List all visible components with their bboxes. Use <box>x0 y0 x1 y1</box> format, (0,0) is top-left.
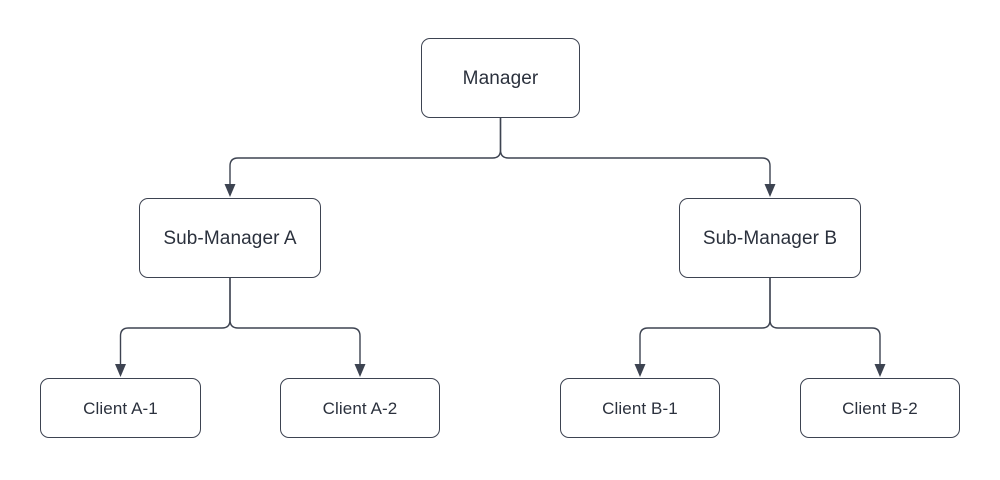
node-client-a-1[interactable]: Client A-1 <box>40 378 201 438</box>
node-client-b-2[interactable]: Client B-2 <box>800 378 960 438</box>
node-sub-manager-a-label: Sub-Manager A <box>163 227 297 249</box>
connector-sub-a-to-client-a1 <box>119 278 231 364</box>
node-manager-label: Manager <box>462 67 539 89</box>
node-sub-manager-b-label: Sub-Manager B <box>702 227 838 249</box>
arrowhead-sub-a-to-client-a2 <box>354 364 366 377</box>
node-client-b-1-label: Client B-1 <box>602 398 678 418</box>
node-client-b-2-label: Client B-2 <box>842 398 918 418</box>
node-client-a-1-label: Client A-1 <box>83 398 158 418</box>
arrowhead-sub-b-to-client-b1 <box>634 364 646 377</box>
connector-manager-to-sub-a <box>229 118 502 184</box>
connector-sub-a-to-client-a2 <box>229 278 361 364</box>
connector-sub-b-to-client-b2 <box>769 278 881 364</box>
node-sub-manager-b[interactable]: Sub-Manager B <box>679 198 861 278</box>
node-client-a-2-label: Client A-2 <box>322 398 398 418</box>
arrowhead-sub-b-to-client-b2 <box>874 364 886 377</box>
arrowhead-manager-to-sub-a <box>224 184 236 197</box>
node-sub-manager-a[interactable]: Sub-Manager A <box>139 198 321 278</box>
connector-manager-to-sub-b <box>499 118 771 184</box>
node-manager[interactable]: Manager <box>421 38 580 118</box>
node-client-a-2[interactable]: Client A-2 <box>280 378 440 438</box>
arrowhead-sub-a-to-client-a1 <box>115 364 126 377</box>
arrowhead-manager-to-sub-b <box>764 184 776 197</box>
connector-sub-b-to-client-b1 <box>639 278 771 364</box>
node-client-b-1[interactable]: Client B-1 <box>560 378 720 438</box>
